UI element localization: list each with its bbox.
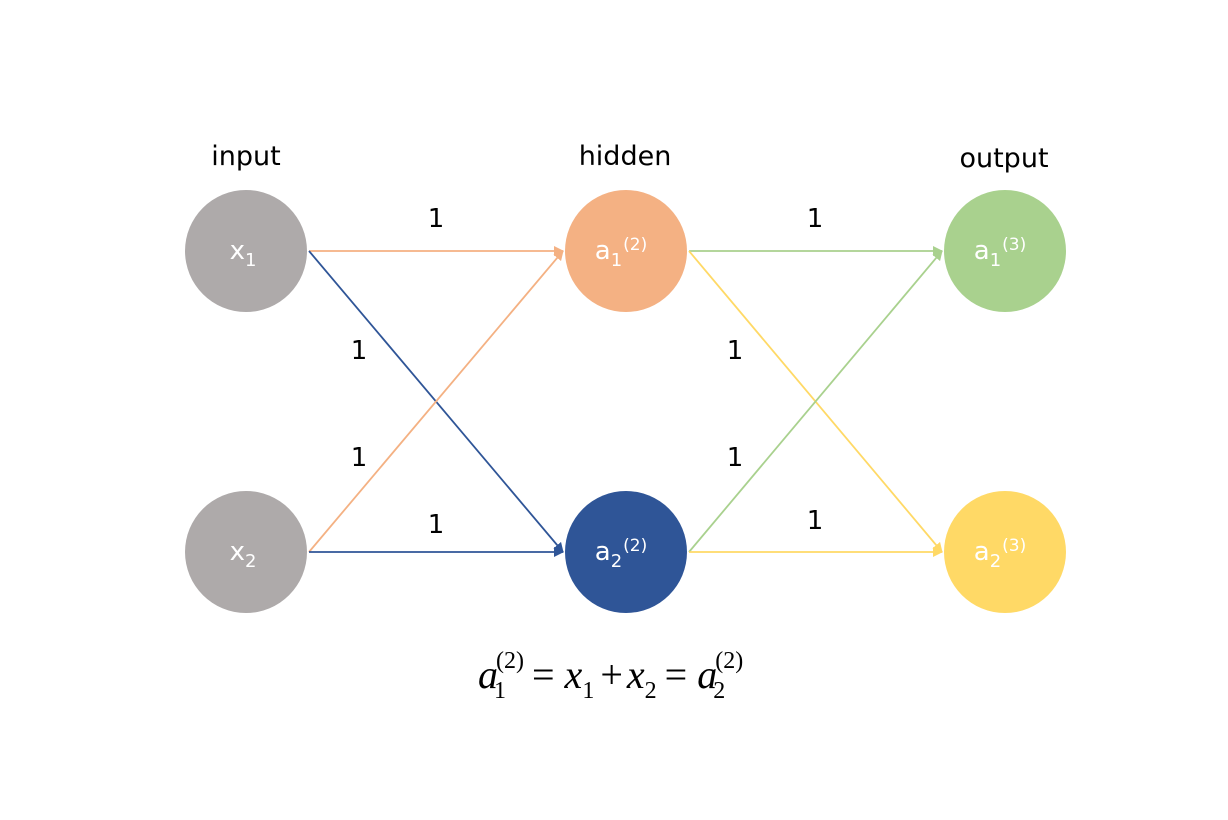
node-label-sub: 1 [611, 250, 622, 271]
formula-eq1: = [532, 652, 555, 697]
node-label: a2(3) [974, 536, 1026, 572]
weight-label-a2-o2: 1 [807, 506, 824, 536]
node-label-sup: (3) [1002, 235, 1026, 255]
edges [308, 246, 943, 557]
formula-t1-base: x [564, 652, 583, 697]
node-label: x2 [230, 537, 257, 572]
formula-t2-sub: 2 [645, 678, 657, 704]
node-circle [944, 491, 1066, 613]
formula-lhs-sup: (2) [496, 648, 524, 674]
node-label-base: x [230, 236, 245, 266]
formula-t2-base: x [626, 652, 645, 697]
node-label-base: x [230, 537, 245, 567]
node-label-sub: 1 [990, 250, 1001, 271]
weight-label-a1-o2: 1 [727, 336, 744, 366]
layer-label-output: output [959, 143, 1048, 174]
node-label-sub: 2 [611, 551, 622, 572]
weight-label-x2-a2: 1 [428, 510, 445, 540]
formula-plus: + [600, 652, 623, 697]
weight-label-a2-o1: 1 [727, 443, 744, 473]
node-a1_3: a1(3) [944, 190, 1066, 312]
node-label-sub: 1 [245, 250, 256, 271]
formula-rhs-sup: (2) [715, 648, 743, 674]
node-label: x1 [230, 236, 257, 271]
node-label-sup: (2) [623, 235, 647, 255]
weight-label-x1-a1: 1 [428, 204, 445, 234]
layer-label-hidden: hidden [579, 141, 672, 172]
weight-label-x2-a1: 1 [351, 443, 368, 473]
node-a2_2: a2(2) [565, 491, 687, 613]
layer-label-input: input [211, 141, 280, 172]
node-circle [565, 190, 687, 312]
node-x2: x2 [185, 491, 307, 613]
node-label-sup: (3) [1002, 536, 1026, 556]
formula-rhs-base: a [697, 652, 717, 697]
weight-label-x1-a2: 1 [351, 336, 368, 366]
node-label-base: a [974, 236, 990, 266]
node-label-base: a [595, 537, 611, 567]
node-circle [185, 190, 307, 312]
node-label-sub: 2 [245, 551, 256, 572]
node-circle [944, 190, 1066, 312]
edge-a2_2-a1_3 [688, 250, 943, 553]
node-a2_3: a2(3) [944, 491, 1066, 613]
formula-lhs-sub: 1 [494, 678, 506, 704]
node-label: a1(3) [974, 235, 1026, 271]
node-circle [185, 491, 307, 613]
node-circle [565, 491, 687, 613]
edge-x2-a1_2 [308, 250, 564, 553]
node-label: a1(2) [595, 235, 647, 271]
formula-rhs-sub: 2 [713, 678, 725, 704]
formula-eq2: = [665, 652, 688, 697]
node-x1: x1 [185, 190, 307, 312]
node-a1_2: a1(2) [565, 190, 687, 312]
node-label: a2(2) [595, 536, 647, 572]
node-label-sub: 2 [990, 551, 1001, 572]
weight-label-a1-o1: 1 [807, 204, 824, 234]
formula: a(2)1=x1+x2=a(2)2 [478, 648, 743, 704]
node-label-base: a [595, 236, 611, 266]
formula-t1-sub: 1 [582, 678, 594, 704]
node-label-base: a [974, 537, 990, 567]
formula-lhs-base: a [478, 652, 498, 697]
node-label-sup: (2) [623, 536, 647, 556]
